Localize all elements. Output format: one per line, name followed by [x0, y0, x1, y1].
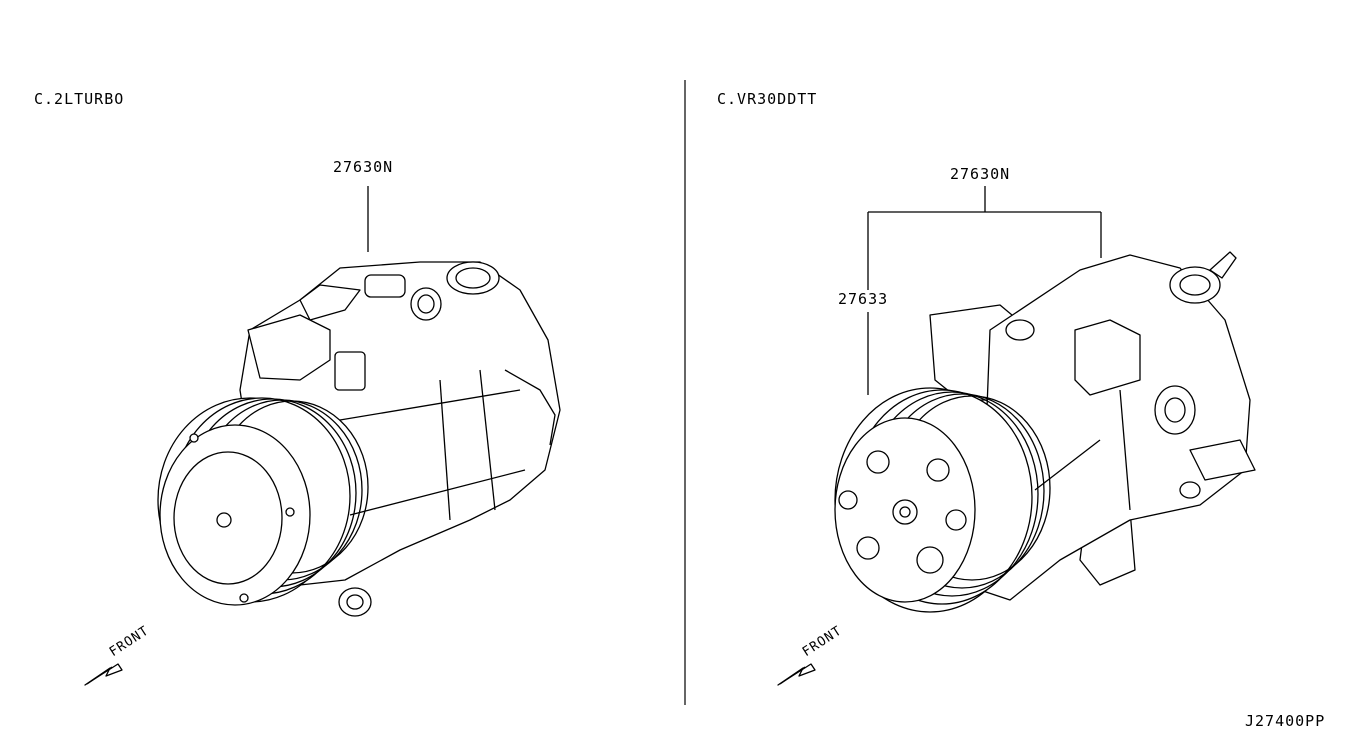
right-assembly-label: 27630N [950, 165, 1011, 183]
left-part-label: 27630N [333, 158, 394, 176]
left-compressor-drawing [84, 186, 561, 686]
left-variant-label: C.2LTURBO [34, 90, 125, 108]
right-compressor-drawing [777, 186, 1256, 686]
right-variant-label: C.VR30DDTT [717, 90, 818, 108]
figure-code: J27400PP [1245, 712, 1326, 730]
right-clutch-label: 27633 [838, 290, 889, 308]
